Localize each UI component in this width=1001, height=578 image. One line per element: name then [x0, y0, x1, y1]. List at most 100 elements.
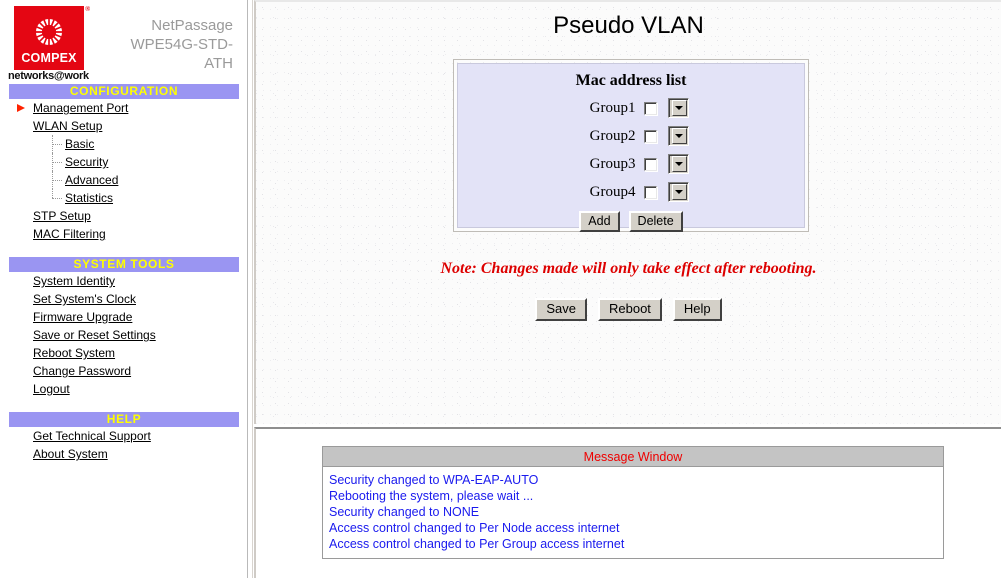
sidebar-item-label[interactable]: Basic	[65, 137, 95, 151]
action-button-row: Save Reboot Help	[256, 298, 1001, 321]
sidebar-item-set-system-s-clock[interactable]: Set System's Clock	[0, 290, 247, 308]
group-row: Group1	[458, 94, 804, 122]
selected-marker-icon	[17, 104, 25, 112]
sidebar-item-basic[interactable]: Basic	[0, 135, 247, 153]
message-window: Message Window Security changed to WPA-E…	[322, 446, 944, 559]
group-row: Group4	[458, 178, 804, 206]
group-label: Group1	[589, 99, 636, 116]
tree-line-branch	[52, 180, 62, 181]
sidebar-item-label[interactable]: Logout	[33, 382, 70, 396]
group-label: Group2	[589, 127, 636, 144]
brand-tagline: networks@work	[8, 70, 89, 82]
sidebar-item-label[interactable]: Management Port	[33, 101, 129, 115]
sidebar-item-label[interactable]: WLAN Setup	[33, 119, 103, 133]
sidebar-item-reboot-system[interactable]: Reboot System	[0, 344, 247, 362]
help-button[interactable]: Help	[672, 298, 722, 321]
sidebar-item-mac-filtering[interactable]: MAC Filtering	[0, 225, 247, 243]
sidebar-item-stp-setup[interactable]: STP Setup	[0, 207, 247, 225]
compex-logo: COMPEX	[14, 6, 84, 70]
sidebar: COMPEX ® networks@work NetPassage WPE54G…	[0, 0, 247, 578]
sidebar-item-label[interactable]: Statistics	[65, 191, 114, 205]
message-log: Security changed to WPA-EAP-AUTO Rebootin…	[323, 467, 943, 558]
group-mac-select[interactable]	[667, 98, 689, 118]
sidebar-item-label[interactable]: System Identity	[33, 274, 116, 288]
registered-mark: ®	[85, 5, 91, 13]
group-row: Group2	[458, 122, 804, 150]
sidebar-item-label[interactable]: Advanced	[65, 173, 119, 187]
sidebar-item-label[interactable]: Firmware Upgrade	[33, 310, 133, 324]
group-mac-select[interactable]	[667, 154, 689, 174]
tree-line-branch	[52, 198, 62, 199]
sidebar-item-save-or-reset-settings[interactable]: Save or Reset Settings	[0, 326, 247, 344]
sidebar-item-label[interactable]: MAC Filtering	[33, 227, 106, 241]
add-button[interactable]: Add	[579, 211, 620, 232]
chevron-down-icon[interactable]	[671, 100, 687, 116]
group-checkbox[interactable]	[643, 185, 657, 199]
reboot-button[interactable]: Reboot	[597, 298, 662, 321]
chevron-down-glyph	[675, 162, 683, 166]
sidebar-item-system-identity[interactable]: System Identity	[0, 272, 247, 290]
sidebar-item-statistics[interactable]: Statistics	[0, 189, 247, 207]
logo-wordmark: COMPEX	[21, 51, 77, 65]
page-title: Pseudo VLAN	[553, 12, 704, 39]
chevron-down-icon[interactable]	[671, 184, 687, 200]
sidebar-item-get-technical-support[interactable]: Get Technical Support	[0, 427, 247, 445]
sidebar-item-advanced[interactable]: Advanced	[0, 171, 247, 189]
spacer	[0, 463, 247, 477]
group-row: Group3	[458, 150, 804, 178]
sidebar-item-label[interactable]: About System	[33, 447, 108, 461]
sidebar-item-logout[interactable]: Logout	[0, 380, 247, 398]
sidebar-item-security[interactable]: Security	[0, 153, 247, 171]
sidebar-item-label[interactable]: Reboot System	[33, 346, 116, 360]
sidebar-item-label[interactable]: Save or Reset Settings	[33, 328, 156, 342]
panel-button-row: Add Delete	[458, 211, 804, 232]
spacer	[0, 243, 247, 257]
sidebar-item-label[interactable]: Get Technical Support	[33, 429, 151, 443]
tree-line-branch	[52, 144, 62, 145]
message-line: Security changed to WPA-EAP-AUTO	[329, 473, 539, 487]
sidebar-item-firmware-upgrade[interactable]: Firmware Upgrade	[0, 308, 247, 326]
message-frame: Message Window Security changed to WPA-E…	[254, 427, 1001, 578]
sidebar-item-label[interactable]: Set System's Clock	[33, 292, 136, 306]
message-line: Access control changed to Per Node acces…	[329, 521, 620, 535]
delete-button[interactable]: Delete	[628, 211, 683, 232]
message-line: Rebooting the system, please wait ...	[329, 489, 534, 503]
message-line: Access control changed to Per Group acce…	[329, 537, 625, 551]
chevron-down-glyph	[675, 134, 683, 138]
chevron-down-glyph	[675, 190, 683, 194]
sidebar-item-label[interactable]: Change Password	[33, 364, 132, 378]
tree-line-vertical	[52, 189, 53, 198]
chevron-down-icon[interactable]	[671, 128, 687, 144]
group-label: Group3	[589, 155, 636, 172]
chevron-down-icon[interactable]	[671, 156, 687, 172]
group-checkbox[interactable]	[643, 101, 657, 115]
sidebar-item-change-password[interactable]: Change Password	[0, 362, 247, 380]
sidebar-section-header: SYSTEM TOOLS	[9, 257, 239, 272]
group-checkbox[interactable]	[643, 157, 657, 171]
sidebar-item-wlan-setup[interactable]: WLAN Setup	[0, 117, 247, 135]
group-checkbox[interactable]	[643, 129, 657, 143]
group-mac-select[interactable]	[667, 182, 689, 202]
group-mac-select[interactable]	[667, 126, 689, 146]
reboot-note: Note: Changes made will only take effect…	[440, 260, 817, 277]
device-model: NetPassage WPE54G-STD-ATH	[130, 17, 233, 72]
spacer	[0, 398, 247, 412]
sidebar-item-label[interactable]: Security	[65, 155, 109, 169]
save-button[interactable]: Save	[535, 298, 587, 321]
message-line: Security changed to NONE	[329, 505, 480, 519]
frame-divider	[247, 0, 253, 578]
sidebar-item-management-port[interactable]: Management Port	[0, 99, 247, 117]
sidebar-section-header: HELP	[9, 412, 239, 427]
sidebar-item-about-system[interactable]: About System	[0, 445, 247, 463]
message-window-title: Message Window	[323, 447, 943, 467]
sidebar-item-label[interactable]: STP Setup	[33, 209, 91, 223]
chevron-down-glyph	[675, 106, 683, 110]
